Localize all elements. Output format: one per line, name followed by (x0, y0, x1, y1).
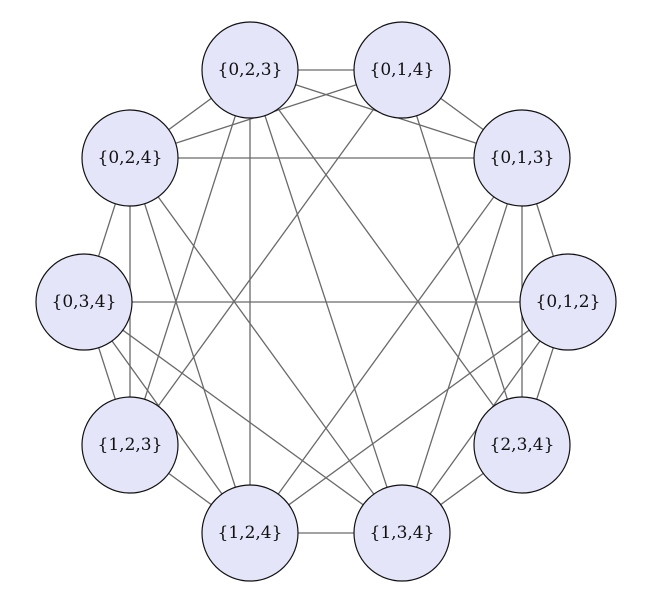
edge (83, 301, 403, 534)
node-label: {0,2,4} (98, 148, 163, 168)
graph-node: {0,1,2} (519, 253, 617, 351)
edge (129, 157, 403, 534)
node-circle (35, 253, 133, 351)
edge (129, 69, 403, 446)
node-circle (353, 484, 451, 582)
graph-node: {0,3,4} (35, 253, 133, 351)
graph-node: {0,1,3} (473, 109, 571, 207)
node-label: {2,3,4} (490, 435, 555, 455)
node-label: {0,1,4} (370, 60, 435, 80)
graph-node: {0,2,4} (81, 109, 179, 207)
node-circle (519, 253, 617, 351)
node-circle (353, 21, 451, 119)
node-label: {0,3,4} (52, 292, 117, 312)
graph-node: {2,3,4} (473, 396, 571, 494)
edge (249, 69, 523, 446)
node-label: {1,2,4} (218, 523, 283, 543)
edge (129, 157, 251, 534)
nodes: {0,2,3} {0,1,4} {0,1,3} {0,1,2} {2,3,4} {1,3,… (35, 21, 617, 582)
node-circle (81, 109, 179, 207)
edge (401, 69, 523, 446)
node-circle (473, 396, 571, 494)
edge (249, 157, 523, 534)
node-label: {0,1,3} (490, 148, 555, 168)
node-label: {0,1,2} (536, 292, 601, 312)
node-label: {1,3,4} (370, 523, 435, 543)
node-label: {1,2,3} (98, 435, 163, 455)
graph-node: {1,2,3} (81, 396, 179, 494)
edge (401, 157, 523, 534)
node-circle (201, 21, 299, 119)
graph-node: {0,2,3} (201, 21, 299, 119)
edge (249, 301, 569, 534)
edge (129, 69, 251, 446)
node-circle (201, 484, 299, 582)
graph-node: {1,3,4} (353, 484, 451, 582)
graph-node: {1,2,4} (201, 484, 299, 582)
node-label: {0,2,3} (218, 60, 283, 80)
graph-node: {0,1,4} (353, 21, 451, 119)
node-circle (81, 396, 179, 494)
node-circle (473, 109, 571, 207)
